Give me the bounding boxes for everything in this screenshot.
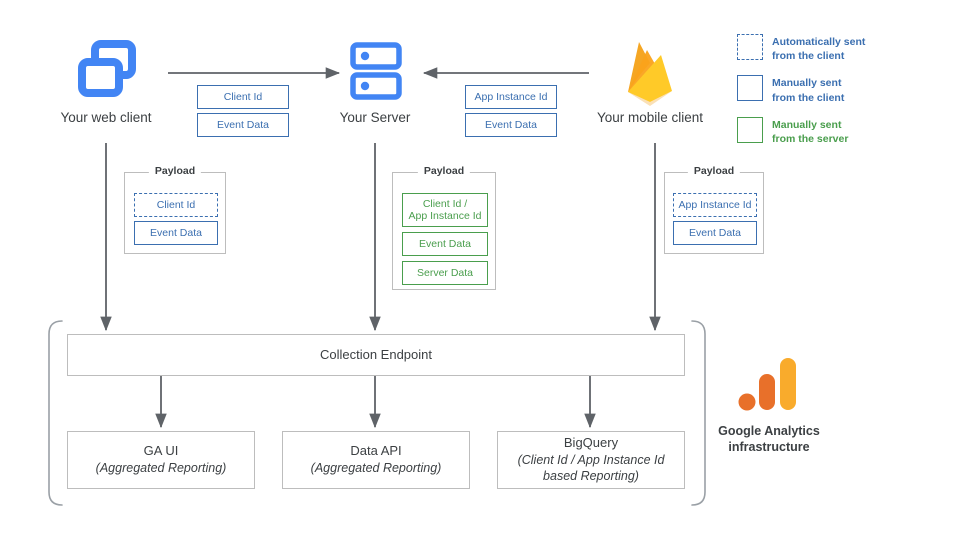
output-ga-ui-title: GA UI [143,443,179,459]
transit-chip-web-event-data: Event Data [197,113,289,137]
payload-server-item-event-data: Event Data [402,232,488,256]
legend-swatch-solid-green [737,116,763,143]
payload-mobile-item-app-instance-id: App Instance Id [673,193,757,217]
transit-chip-mobile-app-instance-id: App Instance Id [465,85,557,109]
browser-windows-icon [74,36,140,102]
output-data-api-subtitle: (Aggregated Reporting) [310,461,442,476]
output-bigquery-subtitle: (Client Id / App Instance Id based Repor… [517,453,665,484]
infrastructure-bracket-right [691,320,706,506]
output-data-api-title: Data API [350,443,402,459]
mobile-client-label: Your mobile client [596,110,704,125]
output-ga-ui-subtitle: (Aggregated Reporting) [95,461,227,476]
legend-item-auto-client: Automatically sent from the client [737,34,952,63]
output-box-data-api: Data API (Aggregated Reporting) [282,431,470,489]
payload-web: Payload Client Id Event Data [124,165,226,254]
output-box-ga-ui: GA UI (Aggregated Reporting) [67,431,255,489]
legend-item-manual-client: Manually sent from the client [737,75,952,104]
legend: Automatically sent from the client Manua… [737,34,952,146]
google-analytics-logo [738,356,800,416]
infrastructure-bracket-left [48,320,63,506]
legend-item-manual-server: Manually sent from the server [737,116,952,146]
payload-server: Payload Client Id / App Instance Id Even… [392,165,496,290]
server-rack-icon [349,42,403,100]
transit-chip-mobile-event-data: Event Data [465,113,557,137]
payload-web-item-event-data: Event Data [134,221,218,245]
legend-swatch-dashed-blue [737,34,763,60]
legend-label-manual-server: Manually sent from the server [772,118,849,145]
payload-web-title: Payload [148,165,202,177]
payload-mobile-title: Payload [687,165,741,177]
collection-endpoint-label: Collection Endpoint [319,346,433,362]
legend-label-auto-client: Automatically sent from the client [772,36,866,63]
payload-mobile: Payload App Instance Id Event Data [664,165,764,254]
collection-endpoint-box: Collection Endpoint [67,334,685,376]
output-box-bigquery: BigQuery (Client Id / App Instance Id ba… [497,431,685,489]
output-bigquery-title: BigQuery [563,435,619,451]
payload-server-item-server-data: Server Data [402,261,488,285]
firebase-flame-icon [617,36,683,108]
transit-chip-web-client-id: Client Id [197,85,289,109]
payload-server-title: Payload [417,165,471,177]
payload-web-item-client-id: Client Id [134,193,218,217]
payload-mobile-item-event-data: Event Data [673,221,757,245]
google-analytics-caption: Google Analytics infrastructure [718,424,820,455]
server-label: Your Server [339,110,411,125]
web-client-label: Your web client [60,110,152,125]
legend-label-manual-client: Manually sent from the client [772,77,845,104]
payload-server-item-client-or-app-instance-id: Client Id / App Instance Id [402,193,488,227]
legend-swatch-solid-blue [737,75,763,102]
